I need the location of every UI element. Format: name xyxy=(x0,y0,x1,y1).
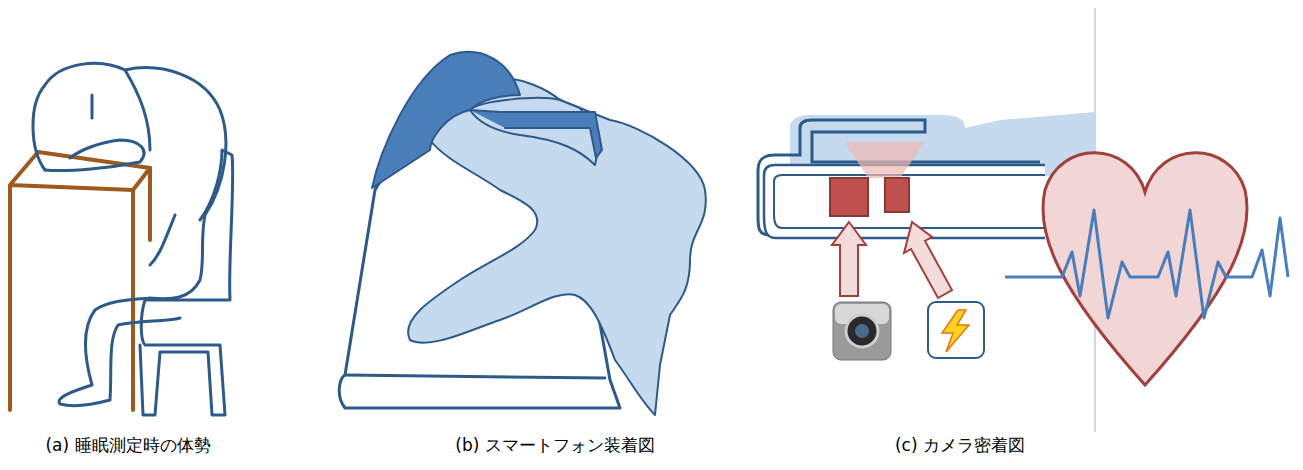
person-arm xyxy=(45,140,144,171)
smartphone-edge xyxy=(345,375,605,378)
lightning-symbol xyxy=(942,310,969,352)
figure-caption: (a) 睡眠測定時の体勢 xyxy=(45,435,210,455)
pointer-arrow xyxy=(832,222,866,296)
hand xyxy=(408,76,706,415)
camera-lens-block xyxy=(830,178,868,216)
desk-top xyxy=(10,152,150,410)
pointer-arrow xyxy=(904,222,952,298)
sleeping-person-figure xyxy=(10,63,233,415)
light-cone xyxy=(845,142,925,178)
desk-leg xyxy=(148,168,152,240)
person-shoulder xyxy=(125,70,150,150)
camera-icon xyxy=(833,302,891,360)
camera-contact-figure xyxy=(758,8,1288,432)
finger xyxy=(470,98,600,165)
chair xyxy=(140,150,233,415)
person-eye xyxy=(91,95,94,118)
person-outline xyxy=(33,63,226,405)
flash-led-block xyxy=(885,178,909,212)
person-arm-lower xyxy=(150,215,175,265)
camera-lens xyxy=(846,315,878,347)
flash-icon xyxy=(928,302,984,358)
smartphone-hand-figure xyxy=(339,52,706,415)
figure-caption: (c) カメラ密着図 xyxy=(895,435,1025,455)
camera-lens-center xyxy=(855,324,869,338)
smartphone-inner xyxy=(774,175,1045,228)
finger-band xyxy=(470,110,602,158)
ecg-waveform xyxy=(1005,210,1288,318)
smartphone-outline xyxy=(764,165,1045,238)
desk xyxy=(10,152,150,410)
figure-caption: (b) スマートフォン装着図 xyxy=(455,435,654,455)
